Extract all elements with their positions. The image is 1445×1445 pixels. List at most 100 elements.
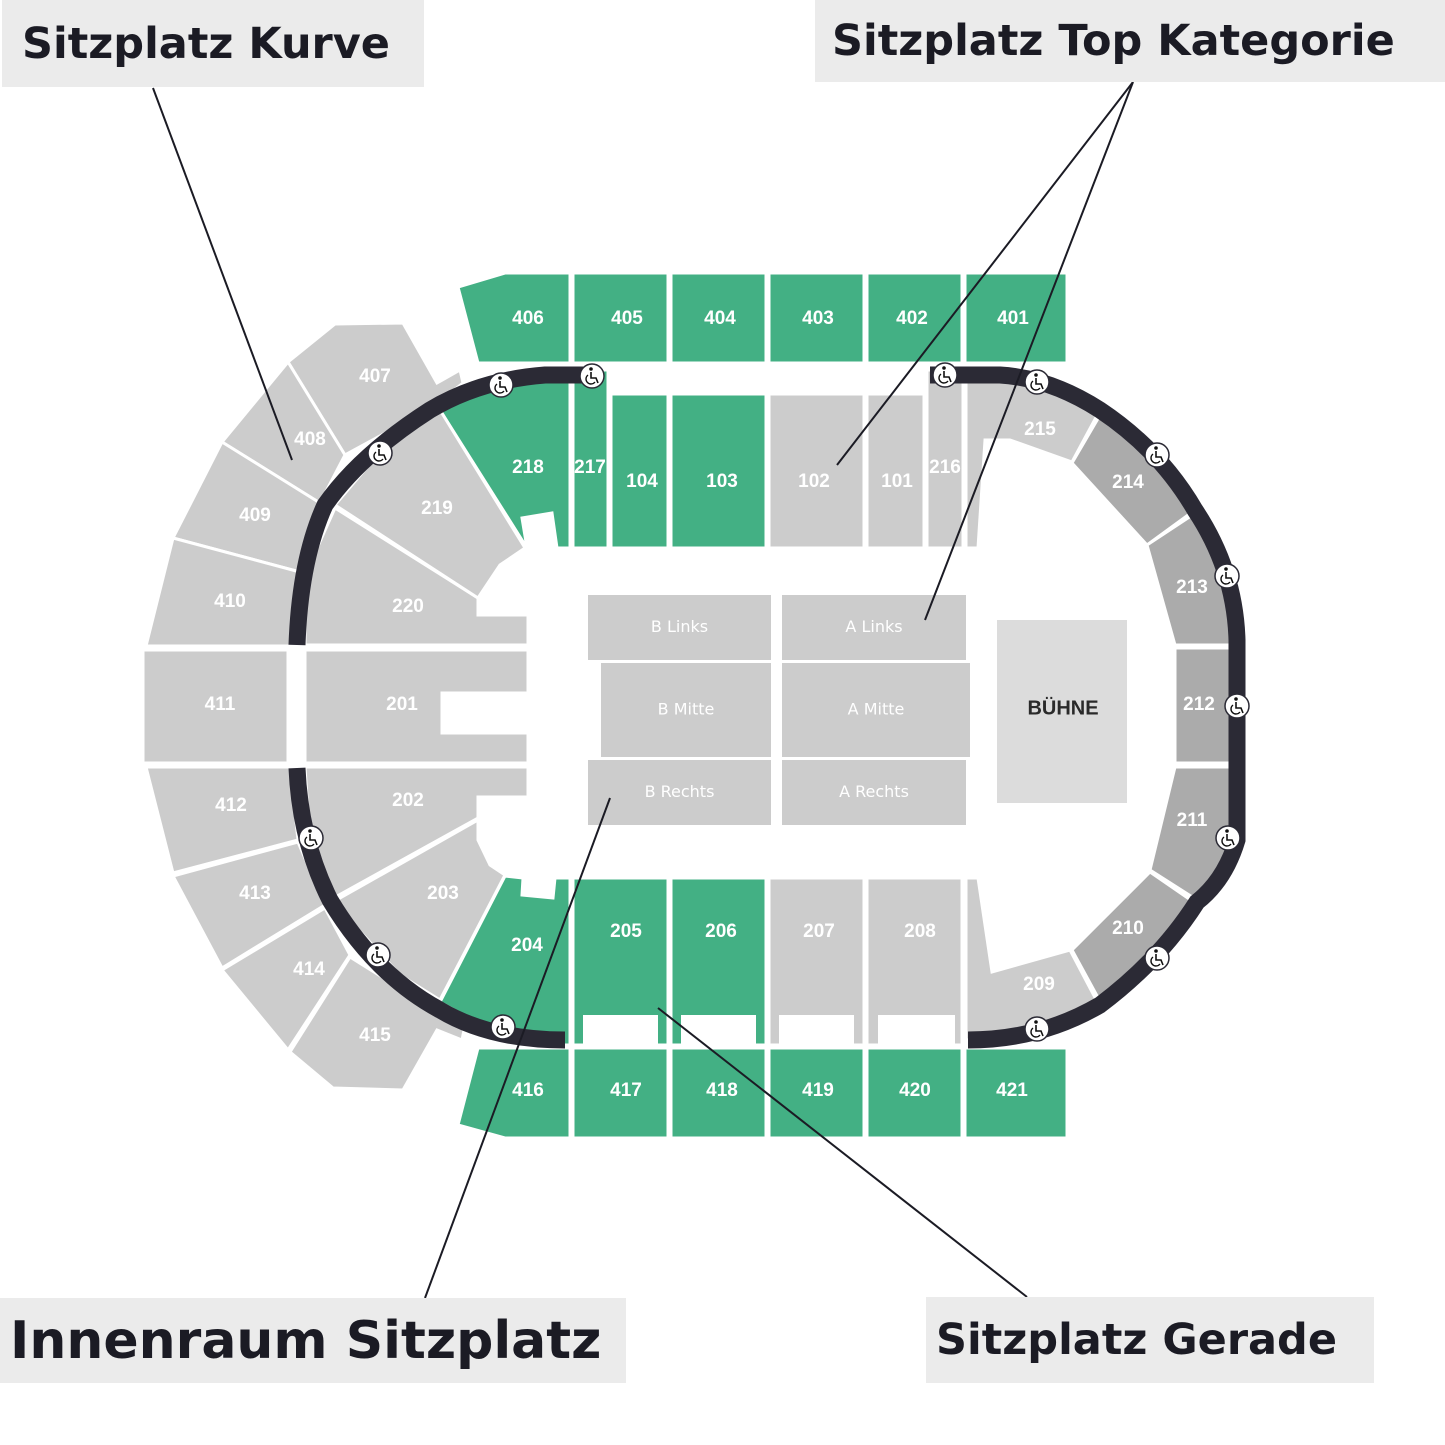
section-207[interactable] [767, 876, 866, 1047]
section-label: 203 [427, 883, 459, 904]
section-label: 408 [294, 429, 326, 450]
section-412[interactable] [144, 765, 300, 875]
floor-label: A Rechts [839, 782, 909, 801]
wheelchair-icon [367, 440, 393, 466]
section-label: 206 [705, 921, 737, 942]
section-label: 407 [359, 366, 391, 387]
floor-block-a-rechts[interactable] [782, 760, 966, 825]
section-419[interactable] [767, 1046, 866, 1140]
floor-label: B Rechts [645, 782, 715, 801]
accessibility-icons [298, 362, 1250, 1042]
stage [997, 620, 1127, 803]
section-label: 217 [574, 457, 606, 478]
section-420[interactable] [865, 1046, 964, 1140]
section-404[interactable] [669, 271, 768, 365]
section-417[interactable] [571, 1046, 670, 1140]
wheelchair-icon [1215, 825, 1241, 851]
section-label: 412 [215, 795, 247, 816]
wheelchair-icon [1144, 945, 1170, 971]
section-label: 218 [512, 457, 544, 478]
callout-line-innenraum [424, 797, 611, 1299]
wheelchair-icon [488, 372, 514, 398]
floor-block-a-mitte[interactable] [782, 663, 970, 757]
callout-line-top-1 [836, 81, 1134, 466]
section-101[interactable] [865, 392, 926, 550]
section-label: 207 [803, 921, 835, 942]
section-label: 102 [798, 471, 830, 492]
section-label: 201 [386, 694, 418, 715]
section-220[interactable] [303, 505, 530, 647]
wheelchair-icon [1024, 369, 1050, 395]
section-label: 415 [359, 1025, 391, 1046]
section-406[interactable] [456, 271, 572, 365]
section-104[interactable] [609, 392, 670, 550]
section-label: 213 [1176, 577, 1208, 598]
section-206[interactable] [669, 876, 768, 1047]
section-label: 401 [997, 308, 1029, 329]
floor-block-a-links[interactable] [782, 595, 966, 660]
floor-block-b-mitte[interactable] [601, 663, 771, 757]
section-421[interactable] [963, 1046, 1069, 1140]
section-411[interactable] [141, 648, 290, 765]
wheelchair-icon [932, 362, 958, 388]
wheelchair-icon [298, 825, 324, 851]
section-205[interactable] [571, 876, 670, 1047]
callout-line-kurve [152, 87, 293, 461]
section-414[interactable] [219, 905, 352, 1053]
section-label: 209 [1023, 974, 1055, 995]
section-405[interactable] [571, 271, 670, 365]
section-label: 420 [899, 1080, 931, 1101]
floor-block-b-rechts[interactable] [588, 760, 771, 825]
floor-label: B Mitte [658, 700, 715, 719]
callout-line-gerade [657, 1007, 1028, 1298]
section-403[interactable] [767, 271, 866, 365]
section-label: 414 [293, 959, 325, 980]
section-label: 405 [611, 308, 643, 329]
aisle-gap [878, 1015, 955, 1045]
wheelchair-icon [579, 363, 605, 389]
section-label: 208 [904, 921, 936, 942]
floor-label: B Links [651, 617, 708, 636]
section-label: 204 [511, 935, 543, 956]
section-102[interactable] [767, 392, 866, 550]
section-label: 220 [392, 596, 424, 617]
floor-label: A Mitte [848, 700, 905, 719]
section-label: 410 [214, 591, 246, 612]
wheelchair-icon [490, 1014, 516, 1040]
section-label: 417 [610, 1080, 642, 1101]
wheelchair-icon [1144, 442, 1170, 468]
section-208[interactable] [865, 876, 964, 1047]
callout-sitzplatz-top-kategorie: Sitzplatz Top Kategorie [815, 0, 1445, 82]
wheelchair-icon [1024, 1016, 1050, 1042]
section-407[interactable] [286, 321, 465, 457]
callout-sitzplatz-gerade: Sitzplatz Gerade [926, 1297, 1374, 1383]
section-label: 416 [512, 1080, 544, 1101]
section-label: 216 [929, 457, 961, 478]
floor-label: A Links [845, 617, 902, 636]
section-label: 205 [610, 921, 642, 942]
section-label: 214 [1112, 472, 1144, 493]
section-label: 219 [421, 498, 453, 519]
ring-right [930, 366, 1246, 1049]
section-label: 103 [706, 471, 738, 492]
section-402[interactable] [865, 271, 964, 365]
floor-block-b-links[interactable] [588, 595, 771, 660]
section-label: 404 [704, 308, 736, 329]
floor-layer: B Links A Links B Mitte A Mitte B Rechts A Re… [588, 595, 970, 825]
wheelchair-icon [365, 942, 391, 968]
section-label: 215 [1024, 419, 1056, 440]
section-201[interactable] [303, 648, 530, 765]
section-label: 419 [802, 1080, 834, 1101]
callout-sitzplatz-kurve: Sitzplatz Kurve [2, 0, 424, 87]
section-label: 411 [205, 694, 236, 715]
section-401[interactable] [963, 271, 1069, 365]
section-418[interactable] [669, 1046, 768, 1140]
section-label: 211 [1177, 810, 1208, 831]
section-label: 413 [239, 883, 271, 904]
section-label: 406 [512, 308, 544, 329]
callout-lines [152, 81, 1134, 1299]
section-103[interactable] [669, 392, 768, 550]
section-label: 101 [881, 471, 913, 492]
wheelchair-icon [1224, 693, 1250, 719]
